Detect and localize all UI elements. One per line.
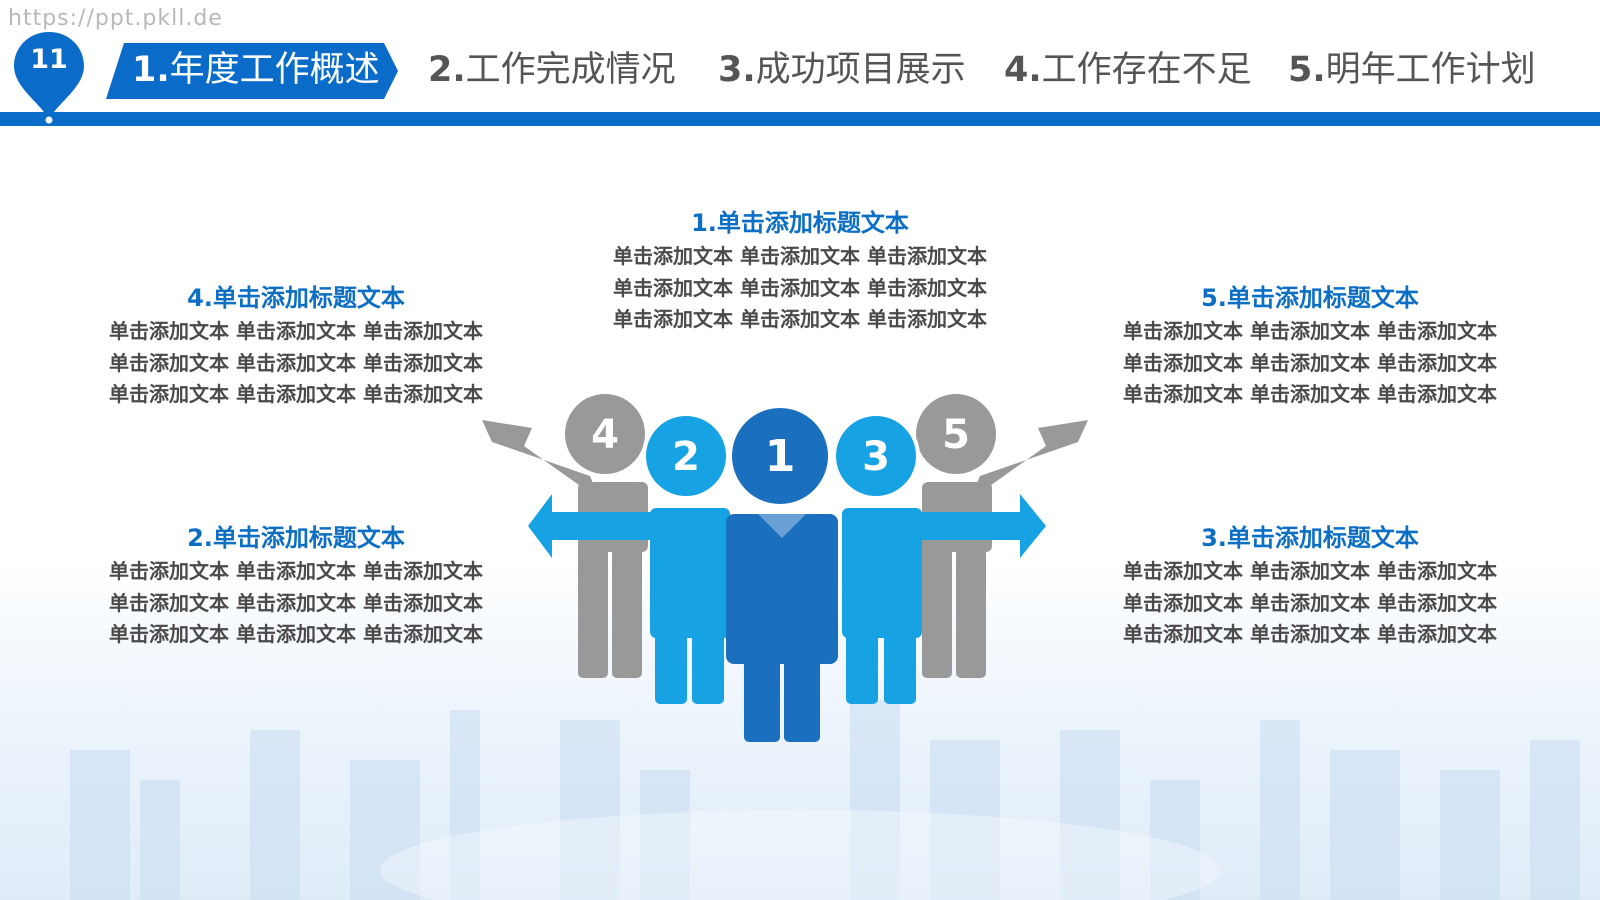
tab-label: 工作完成情况 — [465, 50, 676, 90]
block-title: 2.单击添加标题文本 — [187, 524, 405, 552]
block-title: 3.单击添加标题文本 — [1201, 524, 1419, 552]
person-3-figure — [842, 494, 1046, 704]
person-4-head — [561, 390, 649, 478]
people-figure-group: 4 5 2 3 1 — [482, 390, 1088, 742]
tab-label: 工作存在不足 — [1041, 50, 1252, 90]
person-2-figure — [528, 494, 730, 704]
tab-number: 4. — [1004, 50, 1042, 90]
header-bar — [0, 112, 1600, 126]
page-badge-pin-icon — [14, 32, 84, 126]
person-1-figure — [726, 514, 838, 742]
person-1-head — [728, 404, 832, 508]
block-text-line: 单击添加文本 单击添加文本 单击添加文本 — [109, 382, 483, 406]
person-4-number: 4 — [591, 412, 619, 458]
text-block-4[interactable]: 4.单击添加标题文本 单击添加文本 单击添加文本 单击添加文本 单击添加文本 单… — [76, 280, 516, 411]
tab-next-year-plan[interactable]: 5.明年工作计划 — [1288, 47, 1536, 93]
block-text-line: 单击添加文本 单击添加文本 单击添加文本 — [109, 350, 483, 375]
page-number: 11 — [30, 44, 68, 75]
block-text-line: 单击添加文本 单击添加文本 单击添加文本 — [109, 590, 483, 615]
watermark-url: https://ppt.pkll.de — [8, 6, 223, 31]
text-block-5[interactable]: 5.单击添加标题文本 单击添加文本 单击添加文本 单击添加文本 单击添加文本 单… — [1090, 280, 1530, 411]
person-3-number: 3 — [862, 434, 890, 480]
tab-number: 3. — [718, 50, 756, 90]
block-text-line: 单击添加文本 单击添加文本 单击添加文本 — [109, 319, 483, 343]
tab-number: 2. — [428, 50, 466, 90]
tab-overview[interactable]: 1.年度工作概述 — [132, 47, 380, 93]
city-skyline-background — [70, 700, 1580, 900]
tab-projects[interactable]: 3.成功项目展示 — [718, 47, 966, 93]
block-text-line: 单击添加文本 单击添加文本 单击添加文本 — [1123, 622, 1497, 646]
block-text-line: 单击添加文本 单击添加文本 单击添加文本 — [1123, 559, 1497, 583]
tab-label: 成功项目展示 — [755, 50, 966, 90]
person-2-number: 2 — [672, 434, 700, 480]
tab-completion[interactable]: 2.工作完成情况 — [428, 47, 676, 93]
active-tab-background — [106, 43, 398, 99]
block-text-line: 单击添加文本 单击添加文本 单击添加文本 — [109, 559, 483, 583]
text-block-1[interactable]: 1.单击添加标题文本 单击添加文本 单击添加文本 单击添加文本 单击添加文本 单… — [580, 205, 1020, 336]
block-title: 4.单击添加标题文本 — [187, 284, 405, 312]
block-text-line: 单击添加文本 单击添加文本 单击添加文本 — [613, 307, 987, 331]
tab-number: 5. — [1288, 50, 1326, 90]
person-5-number: 5 — [942, 412, 970, 458]
block-text-line: 单击添加文本 单击添加文本 单击添加文本 — [613, 275, 987, 300]
text-block-2[interactable]: 2.单击添加标题文本 单击添加文本 单击添加文本 单击添加文本 单击添加文本 单… — [76, 520, 516, 651]
block-text-line: 单击添加文本 单击添加文本 单击添加文本 — [1123, 319, 1497, 343]
block-text-line: 单击添加文本 单击添加文本 单击添加文本 — [1123, 350, 1497, 375]
tab-shortcomings[interactable]: 4.工作存在不足 — [1004, 47, 1252, 93]
block-title: 5.单击添加标题文本 — [1201, 284, 1419, 312]
tab-number: 1. — [132, 50, 170, 90]
block-text-line: 单击添加文本 单击添加文本 单击添加文本 — [613, 244, 987, 268]
block-text-line: 单击添加文本 单击添加文本 单击添加文本 — [1123, 382, 1497, 406]
person-1-number: 1 — [765, 431, 796, 482]
block-text-line: 单击添加文本 单击添加文本 单击添加文本 — [1123, 590, 1497, 615]
tab-label: 年度工作概述 — [169, 50, 380, 90]
tab-label: 明年工作计划 — [1325, 50, 1536, 90]
text-block-3[interactable]: 3.单击添加标题文本 单击添加文本 单击添加文本 单击添加文本 单击添加文本 单… — [1090, 520, 1530, 651]
block-title: 1.单击添加标题文本 — [691, 209, 909, 237]
person-3-head — [832, 412, 920, 500]
block-text-line: 单击添加文本 单击添加文本 单击添加文本 — [109, 622, 483, 646]
